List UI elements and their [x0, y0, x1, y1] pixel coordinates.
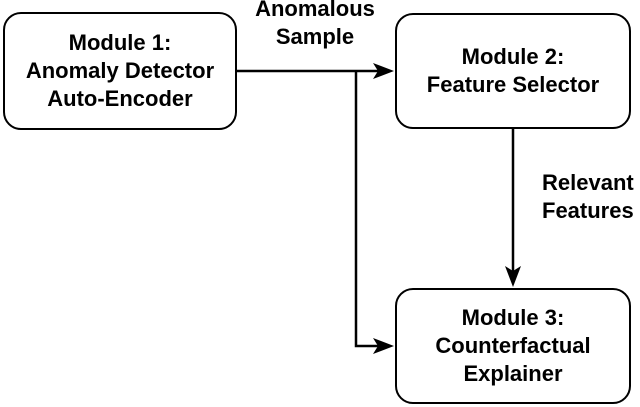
edge-label-anomalous-sample: Anomalous Sample [215, 0, 415, 51]
arrow-module1-to-module2 [237, 63, 394, 79]
module3-box: Module 3: Counterfactual Explainer [395, 288, 631, 404]
arrowhead-right-icon [373, 338, 394, 354]
module1-line3: Auto-Encoder [47, 86, 193, 111]
arrow-module2-to-module3 [505, 129, 521, 287]
edge-label-anomalous-line1: Anomalous [255, 0, 375, 21]
module3-line3: Explainer [463, 361, 563, 386]
edge-label-anomalous-line2: Sample [275, 24, 355, 49]
arrowhead-right-icon [373, 63, 394, 79]
module2-box: Module 2: Feature Selector [395, 13, 631, 129]
module2-title: Module 2: [461, 44, 565, 69]
module1-box: Module 1: Anomaly Detector Auto-Encoder [3, 12, 237, 130]
edge-label-relevant-line1: Relevant [542, 170, 634, 195]
module1-line2: Anomaly Detector [25, 58, 215, 83]
module1-title: Module 1: [68, 30, 172, 55]
module3-line2: Counterfactual [435, 333, 591, 358]
edge-label-relevant-line2: Features [542, 198, 634, 223]
arrowhead-down-icon [505, 266, 521, 287]
module2-line2: Feature Selector [426, 72, 600, 97]
arrow-module1-to-module3 [354, 71, 394, 354]
module3-title: Module 3: [461, 305, 565, 330]
edge-label-relevant-features: Relevant Features [542, 169, 634, 225]
